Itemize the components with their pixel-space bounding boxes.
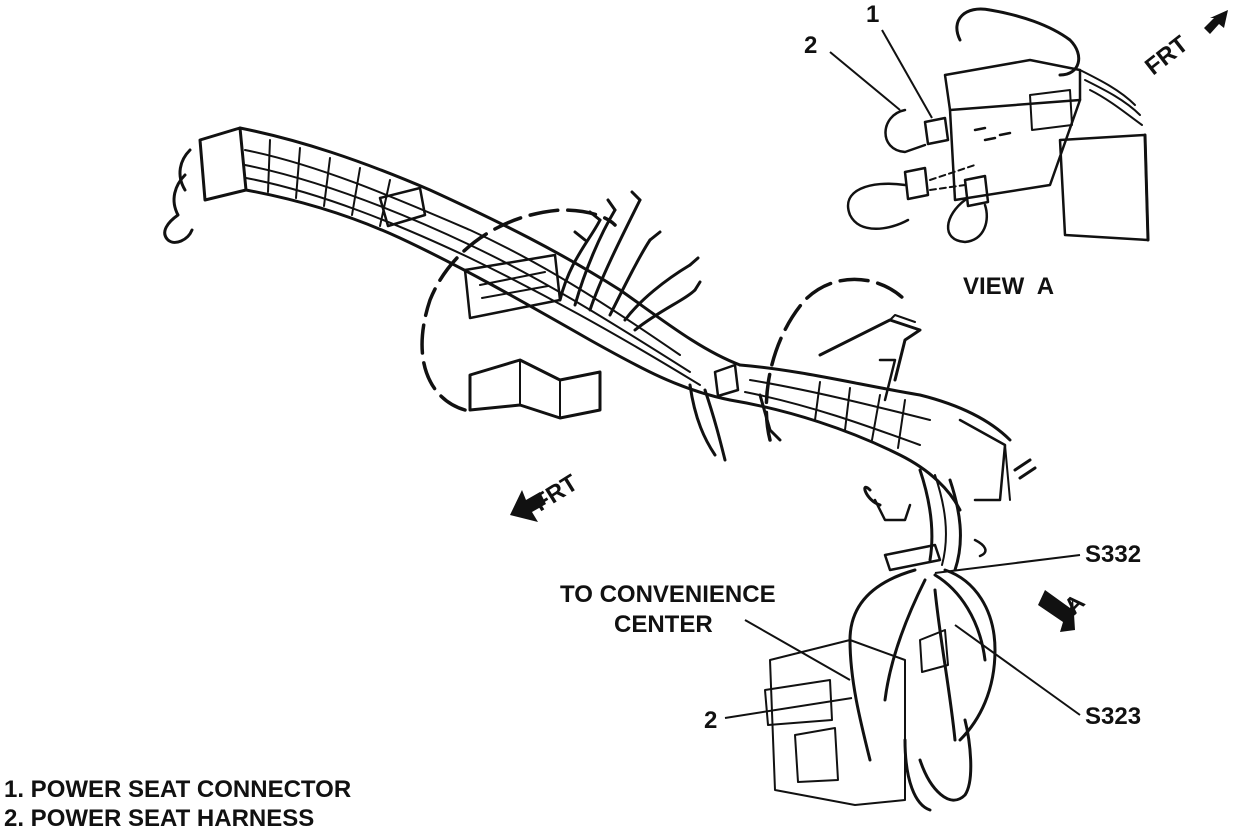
frt-label-main: FRT bbox=[529, 469, 583, 517]
callout-1-top: 1 bbox=[866, 1, 879, 28]
view-a-inset bbox=[846, 7, 1150, 244]
to-convenience-center-line2: CENTER bbox=[614, 611, 713, 638]
legend-item-1: 1. POWER SEAT CONNECTOR bbox=[4, 776, 351, 803]
legend-item-2: 2. POWER SEAT HARNESS bbox=[4, 805, 314, 832]
leader-lines bbox=[724, 29, 1081, 719]
frt-label-top: FRT bbox=[1140, 31, 1194, 81]
frt-arrow-main-icon bbox=[510, 490, 546, 522]
view-a-arrow-icon bbox=[1038, 590, 1075, 632]
view-a-label: VIEW A bbox=[963, 273, 1054, 300]
s323-label: S323 bbox=[1085, 703, 1141, 730]
frt-arrow-top-icon bbox=[1204, 10, 1228, 34]
legend: 1. POWER SEAT CONNECTOR 2. POWER SEAT HA… bbox=[4, 776, 351, 832]
s332-label: S332 bbox=[1085, 541, 1141, 568]
callout-2-bottom: 2 bbox=[704, 707, 717, 734]
instrument-panel-harness bbox=[163, 126, 1037, 812]
to-convenience-center-line1: TO CONVENIENCE bbox=[560, 581, 776, 608]
callout-2-top: 2 bbox=[804, 32, 817, 59]
